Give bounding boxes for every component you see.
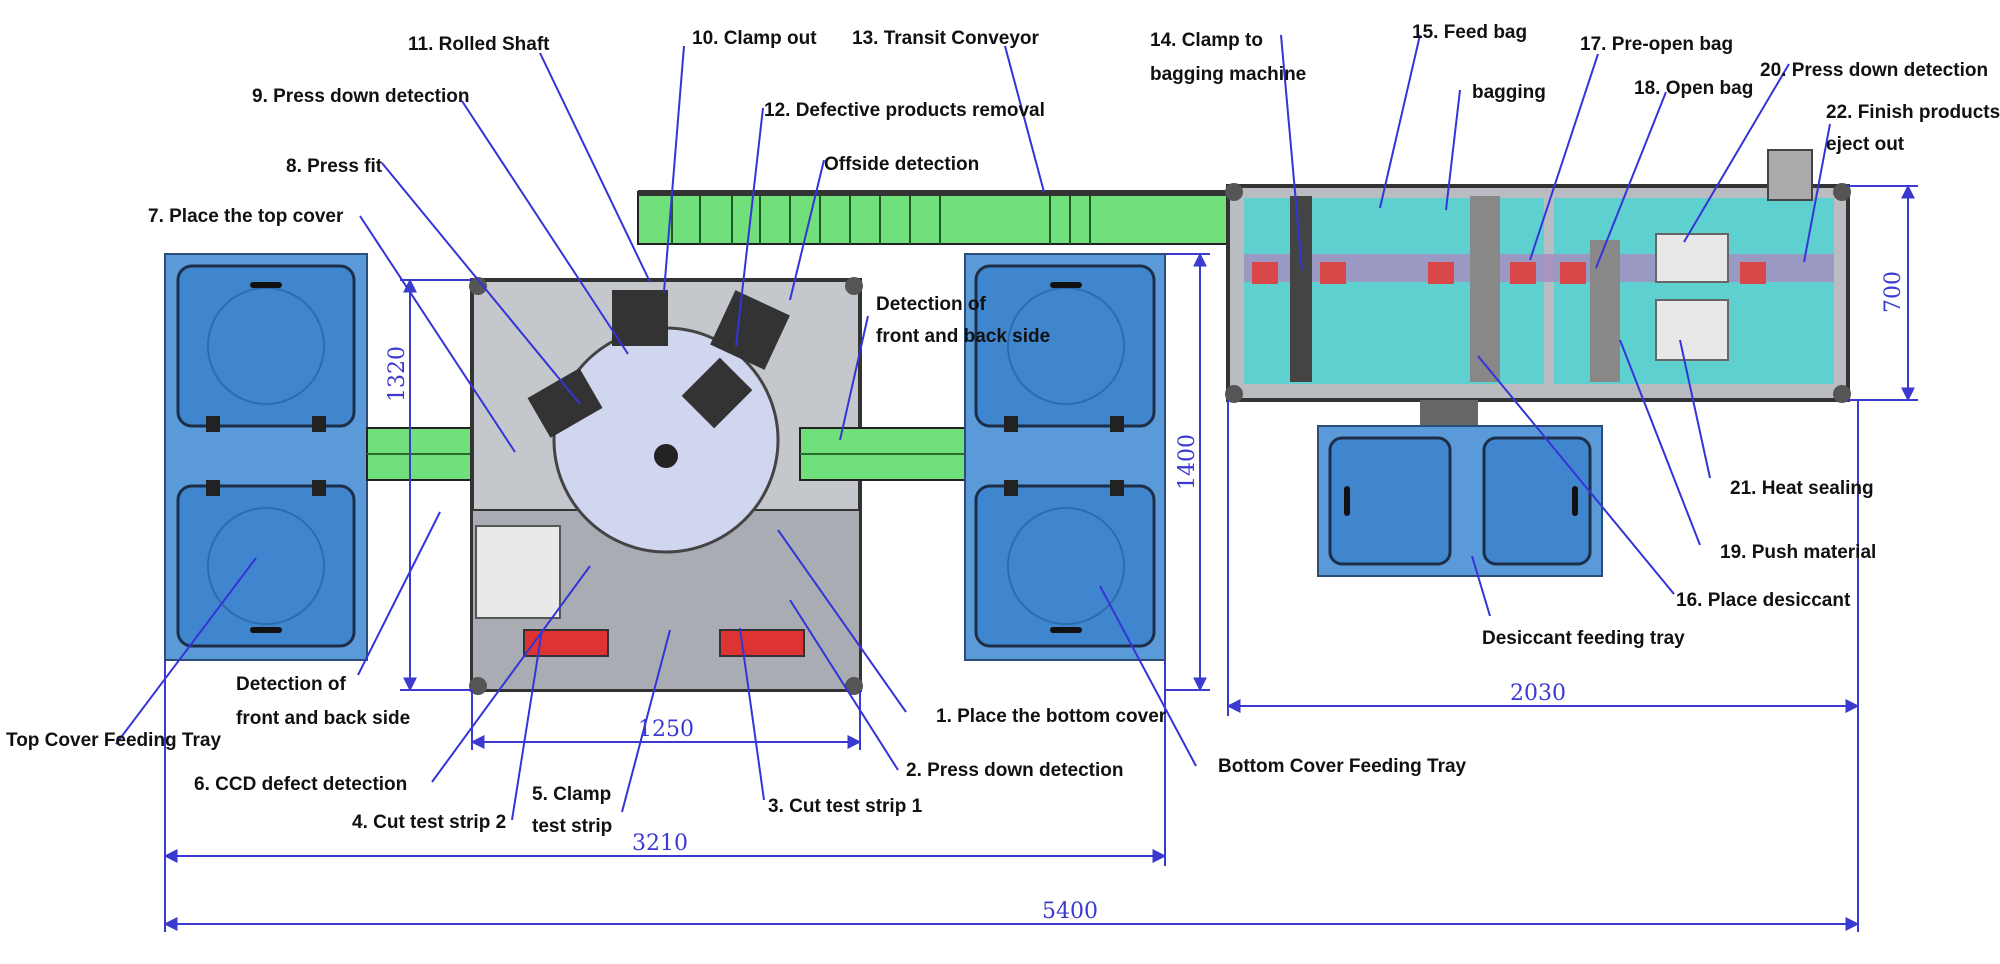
desiccant-feeding-tray xyxy=(1317,425,1603,577)
dim-5400: 5400 xyxy=(1042,899,1098,924)
label-10-clamp-out: 10. Clamp out xyxy=(692,28,817,49)
label-17-pre-open-bag: 17. Pre-open bag xyxy=(1580,34,1734,55)
label-13-transit-conveyor: 13. Transit Conveyor xyxy=(852,28,1039,49)
label-7-place-top-cover: 7. Place the top cover xyxy=(148,206,344,227)
label-22-eject-out: eject out xyxy=(1826,134,1905,155)
right-infeed-conveyor xyxy=(799,427,971,481)
dim-700: 700 xyxy=(1881,271,1906,313)
rotary-assembly-machine xyxy=(469,277,863,695)
label-bottom-cover-feeding-tray: Bottom Cover Feeding Tray xyxy=(1218,756,1467,777)
label-14-clamp-to-line1: 14. Clamp to xyxy=(1150,30,1263,51)
label-20-press-down-detection: 20. Press down detection xyxy=(1760,60,1989,81)
label-8-press-fit: 8. Press fit xyxy=(286,156,383,177)
label-9-press-down-detection: 9. Press down detection xyxy=(252,86,470,107)
dim-1320: 1320 xyxy=(385,346,410,402)
label-15-bagging: bagging xyxy=(1472,82,1546,103)
label-1-place-bottom-cover: 1. Place the bottom cover xyxy=(936,706,1167,727)
label-5-test-strip: test strip xyxy=(532,816,613,837)
top-cover-feeding-tray xyxy=(164,253,368,661)
dim-3210: 3210 xyxy=(632,831,688,856)
label-19-push-material: 19. Push material xyxy=(1720,542,1877,563)
label-detection-front-back-right-line2: front and back side xyxy=(876,326,1051,347)
label-21-heat-sealing: 21. Heat sealing xyxy=(1730,478,1874,499)
label-14-clamp-to-line2: bagging machine xyxy=(1150,64,1307,85)
label-2-press-down-detection: 2. Press down detection xyxy=(906,760,1124,781)
label-15-feed-bag: 15. Feed bag xyxy=(1412,22,1528,43)
dimension-values: 3210 5400 1250 2030 1320 1400 700 xyxy=(385,271,1906,924)
bottom-cover-feeding-tray xyxy=(964,253,1166,661)
label-desiccant-feeding-tray: Desiccant feeding tray xyxy=(1482,628,1685,649)
label-11-rolled-shaft: 11. Rolled Shaft xyxy=(408,34,550,55)
dim-1250: 1250 xyxy=(638,717,694,742)
label-16-place-desiccant: 16. Place desiccant xyxy=(1676,590,1851,611)
left-infeed-conveyor xyxy=(366,427,478,481)
label-18-open-bag: 18. Open bag xyxy=(1634,78,1754,99)
label-4-cut-test-strip-2: 4. Cut test strip 2 xyxy=(352,812,507,833)
label-5-clamp-line1: 5. Clamp xyxy=(532,784,612,805)
label-detection-front-back-left-line1: Detection of xyxy=(236,674,346,695)
leader-lines xyxy=(115,34,1831,821)
transit-conveyor xyxy=(637,190,1339,245)
bagging-machine xyxy=(1225,149,1851,428)
dim-1400: 1400 xyxy=(1175,434,1200,490)
label-offside-detection: Offside detection xyxy=(824,154,980,175)
dimension-lines xyxy=(163,184,1918,932)
label-12-defective-products-removal: 12. Defective products removal xyxy=(764,100,1045,121)
label-detection-front-back-right-line1: Detection of xyxy=(876,294,986,315)
label-detection-front-back-left-line2: front and back side xyxy=(236,708,411,729)
label-6-ccd-defect-detection: 6. CCD defect detection xyxy=(194,774,408,795)
label-3-cut-test-strip-1: 3. Cut test strip 1 xyxy=(768,796,923,817)
dim-2030: 2030 xyxy=(1510,681,1566,706)
label-22-finish-products-line1: 22. Finish products xyxy=(1826,102,2000,123)
label-top-cover-feeding-tray: Top Cover Feeding Tray xyxy=(6,730,222,751)
